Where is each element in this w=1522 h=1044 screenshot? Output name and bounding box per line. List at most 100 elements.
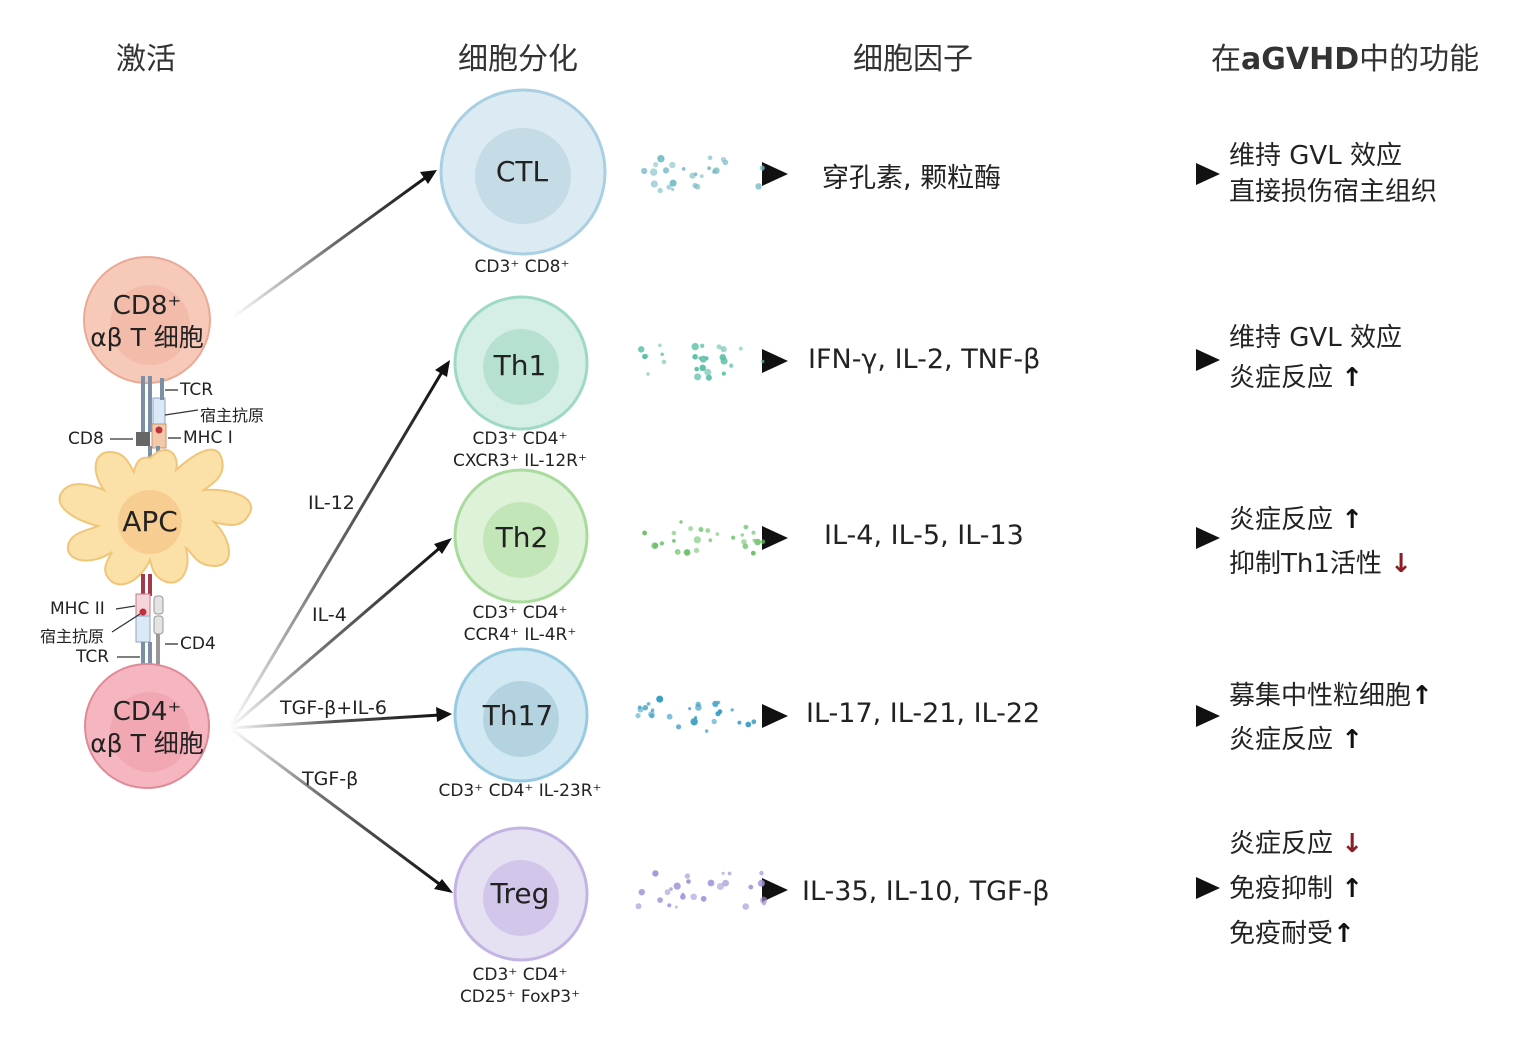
cytokine-dot: [700, 895, 707, 902]
cytokine-dot: [657, 897, 663, 903]
cytokine-dot: [671, 187, 675, 192]
up-arrow-icon: ↑: [1341, 505, 1364, 535]
subset-name-th17: Th17: [482, 699, 554, 732]
cytokine-dot: [666, 184, 672, 190]
cytokine-dot: [652, 870, 659, 877]
cytokine-dot: [705, 528, 711, 533]
cd4-t-cell-nucleus: [110, 692, 190, 772]
cytokine-dot: [692, 354, 698, 360]
cytokine-dot: [657, 155, 665, 163]
cytokine-dot: [698, 527, 704, 532]
cytokine-dot: [673, 882, 681, 890]
cytokine-dot: [638, 346, 645, 353]
label-cd8: CD8: [68, 429, 104, 449]
arrowhead-ctl: [420, 170, 437, 184]
cytokine-dot: [683, 549, 691, 556]
function-arrowhead-th17: [1196, 705, 1220, 727]
function-item: 炎症反应 ↑: [1229, 498, 1412, 542]
cytokine-dot: [748, 884, 754, 890]
cytokine-dot: [761, 359, 765, 364]
subset-nucleus-th2: [483, 502, 559, 578]
cd4-cell-label: CD4⁺ αβ T 细胞: [80, 696, 214, 760]
leader-host-antigen-bottom: [111, 613, 141, 633]
cytokine-dot: [742, 903, 749, 910]
cytokine-dot: [667, 903, 672, 908]
cytokine-dot: [757, 879, 765, 887]
cytokine-dot: [738, 346, 743, 351]
cytokine-dot: [638, 889, 645, 896]
arrowhead-th1: [435, 360, 450, 377]
cytokine-dot: [699, 355, 707, 363]
cytokine-dot: [650, 168, 658, 176]
subset-nucleus-th17: [483, 681, 559, 757]
cytokines-th17: IL-17, IL-21, IL-22: [806, 698, 1041, 729]
cytokine-dot: [693, 547, 700, 554]
cytokine-dot: [715, 711, 721, 717]
functions-th2: 炎症反应 ↑ 抑制Th1活性 ↓: [1229, 498, 1412, 586]
function-text: 免疫抑制: [1229, 874, 1334, 904]
function-text: 炎症反应: [1229, 829, 1334, 859]
arrow-cd8-to-ctl: [231, 176, 426, 320]
tcr-mhc1-complex: [136, 376, 167, 464]
cytokine-dot: [695, 704, 702, 711]
cytokine-dot: [745, 721, 752, 728]
cd8-label-line1: CD8⁺: [112, 291, 182, 321]
cytokine-dot: [755, 183, 762, 190]
cytokine-dot: [694, 716, 698, 720]
marker-line: CD3⁺ CD8⁺: [474, 257, 570, 277]
label-cd4: CD4: [180, 634, 216, 654]
header-function-bold: aGVHD: [1241, 42, 1360, 77]
cytokine-dot: [637, 705, 642, 710]
functions-th1: 维持 GVL 效应 炎症反应 ↑: [1229, 318, 1402, 398]
functions-treg: 炎症反应 ↓ 免疫抑制 ↑ 免疫耐受↑: [1229, 822, 1363, 957]
function-item: 抑制Th1活性 ↓: [1229, 542, 1412, 586]
cytokine-dot: [684, 873, 691, 879]
function-text: 维持 GVL 效应: [1229, 141, 1402, 171]
marker-line: CXCR3⁺ IL-12R⁺: [453, 451, 587, 471]
tcr-mhc2-complex: [135, 574, 164, 668]
leader-mhc2: [115, 605, 136, 610]
cd8-label-line2: αβ T 细胞: [90, 323, 204, 352]
subset-nucleus-th1: [483, 329, 559, 405]
cytokine-dot: [704, 729, 709, 733]
function-text: 炎症反应: [1229, 725, 1334, 755]
markers-th1: CD3⁺ CD4⁺ CXCR3⁺ IL-12R⁺: [420, 428, 620, 472]
function-arrowhead-th1: [1196, 349, 1220, 371]
apc-label: APC: [122, 505, 178, 538]
cytokine-dot: [664, 889, 671, 896]
secretion-arrowhead-th1: [762, 349, 788, 373]
cytokine-dot: [642, 530, 647, 536]
cd8-t-cell-nucleus: [110, 285, 190, 365]
apc-nucleus: [118, 490, 182, 554]
subset-name-th2: Th2: [495, 521, 549, 554]
cytokine-dot: [672, 539, 676, 543]
cytokine-dot: [711, 718, 717, 725]
cytokine-dot: [676, 724, 682, 730]
cytokine-dot: [707, 879, 715, 887]
cytokine-dot: [729, 363, 734, 368]
cytokine-dot: [646, 702, 651, 706]
cytokine-dot: [650, 180, 658, 188]
cytokine-dot: [657, 187, 663, 194]
cytokine-dot: [712, 700, 719, 708]
label-tcr-top: TCR: [180, 380, 214, 400]
cytokine-dot: [674, 905, 678, 909]
function-item: 募集中性粒细胞↑: [1229, 674, 1433, 718]
cytokine-dot: [653, 162, 659, 168]
function-text: 募集中性粒细胞: [1229, 681, 1412, 711]
cytokine-dot: [669, 887, 673, 891]
down-arrow-icon: ↓: [1390, 549, 1412, 579]
function-item: 免疫耐受↑: [1229, 912, 1363, 957]
cytokine-dot: [751, 530, 756, 535]
secretion-arrowhead-th2: [762, 526, 788, 550]
label-il4: IL-4: [312, 604, 347, 626]
markers-ctl: CD3⁺ CD8⁺: [422, 256, 622, 278]
cytokine-dot: [743, 524, 749, 530]
label-mhc2: MHC II: [50, 599, 105, 619]
up-arrow-icon: ↑: [1333, 919, 1355, 949]
cytokine-dot: [669, 161, 676, 169]
cytokine-dot: [635, 713, 641, 719]
marker-line: CD3⁺ CD4⁺ IL-23R⁺: [438, 781, 602, 801]
cd4-label-line2: αβ T 细胞: [90, 729, 204, 758]
